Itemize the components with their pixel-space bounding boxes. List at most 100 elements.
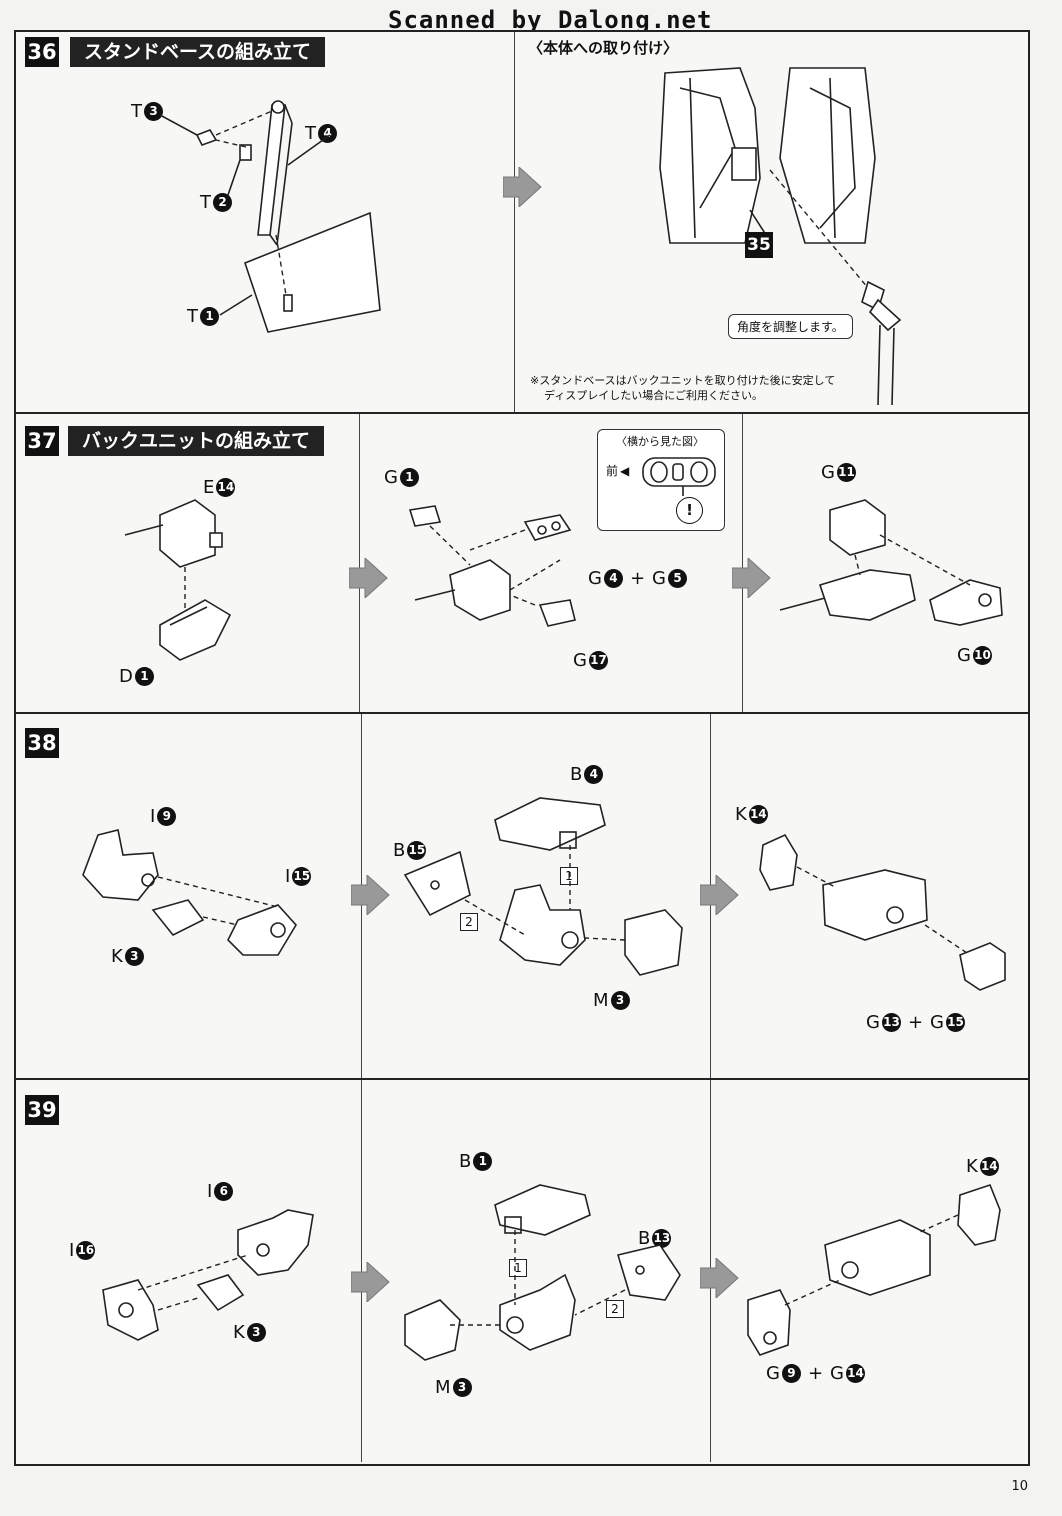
- part-letter: M: [435, 1377, 451, 1398]
- warning-icon: !: [676, 497, 703, 524]
- part-letter: K: [735, 804, 747, 825]
- part-letter: M: [593, 990, 609, 1011]
- part-letter: T: [187, 306, 198, 327]
- plus-sign: +: [807, 1363, 824, 1384]
- part-label-t2: T 2: [200, 192, 232, 213]
- part-number-badge: 9: [157, 807, 177, 826]
- step-37-divider-2: [742, 414, 743, 712]
- stand-arm-illustration: [749, 169, 902, 406]
- next-arrow-icon: [351, 1262, 390, 1302]
- part-number-badge: 4: [603, 569, 623, 588]
- part-letter: I: [69, 1240, 75, 1261]
- next-arrow-icon: [349, 558, 388, 598]
- part-label-g17: G 17: [573, 650, 608, 671]
- stand-note-line2: ディスプレイしたい場合にご利用ください。: [544, 389, 764, 402]
- angle-adjust-callout: 角度を調整します。: [728, 314, 853, 339]
- back-unit-part-e14-illustration: [124, 499, 232, 661]
- step-38-assembly-a-illustration: [82, 829, 297, 956]
- part-label-t4: T 4: [305, 123, 337, 144]
- part-label-k3: K 3: [111, 946, 144, 967]
- part-label-k14: K 14: [735, 804, 768, 825]
- part-label-i9: I 9: [150, 806, 177, 827]
- part-letter: G: [821, 462, 835, 483]
- step-title-36: スタンドベースの組み立て: [70, 37, 326, 67]
- part-label-i6: I 6: [207, 1181, 234, 1202]
- part-letter: T: [200, 192, 211, 213]
- part-letter: D: [119, 666, 133, 687]
- part-number-badge: 1: [200, 307, 219, 326]
- part-number-badge: 3: [246, 1323, 266, 1342]
- part-letter: B: [570, 764, 583, 785]
- part-letter: G: [384, 467, 398, 488]
- step-36-subhead: 〈本体への取り付け〉: [528, 39, 679, 57]
- step-number-37: 37: [25, 426, 59, 456]
- part-number-badge: 14: [216, 478, 236, 497]
- part-letter: G: [588, 568, 602, 589]
- step-39-assembly-c-illustration: [747, 1184, 1001, 1356]
- part-number-badge: 1: [473, 1152, 493, 1171]
- step-number-39: 39: [25, 1095, 59, 1125]
- step-title-37: バックユニットの組み立て: [68, 426, 325, 456]
- part-number-badge: 13: [652, 1229, 672, 1248]
- part-label-g10: G 10: [957, 645, 992, 666]
- step-number-38: 38: [25, 728, 59, 758]
- front-label: 前 ◀: [606, 462, 629, 479]
- step-37-divider-1: [359, 414, 360, 712]
- part-letter: I: [207, 1181, 213, 1202]
- left-arrow-icon: ◀: [620, 463, 630, 478]
- part-label-i15: I 15: [285, 866, 312, 887]
- part-number-badge: 16: [76, 1241, 96, 1260]
- part-label-g1: G 1: [384, 467, 419, 488]
- step-number-36: 36: [25, 37, 59, 67]
- part-label-e14: E 14: [203, 477, 236, 498]
- part-number-badge: 3: [144, 102, 163, 121]
- part-letter: G: [652, 568, 666, 589]
- next-arrow-icon: [503, 167, 542, 207]
- step-39-assembly-b-illustration: [404, 1184, 681, 1361]
- part-number-badge: 2: [213, 193, 232, 212]
- gundam-back-illustration: [659, 67, 876, 244]
- part-number-badge: 10: [972, 646, 992, 665]
- part-letter: I: [285, 866, 291, 887]
- back-unit-assembly-b-illustration: [408, 505, 576, 627]
- ref-step-35: 35: [745, 232, 773, 258]
- part-letter: K: [233, 1322, 245, 1343]
- scanner-credit: Scanned by Dalong.net: [388, 6, 713, 34]
- step-36-divider: [514, 32, 515, 412]
- part-letter: G: [830, 1363, 844, 1384]
- part-number-badge: 14: [748, 805, 768, 824]
- order-step-2: 2: [460, 913, 478, 931]
- part-letter: B: [638, 1228, 651, 1249]
- part-label-g9-g14: G 9 + G 14: [766, 1363, 865, 1384]
- part-label-d1: D 1: [119, 666, 154, 687]
- part-letter: T: [131, 101, 142, 122]
- part-letter: E: [203, 477, 215, 498]
- part-label-i16: I 16: [69, 1240, 96, 1261]
- side-view-title: 〈横から見た図〉: [616, 435, 704, 448]
- page-number: 10: [1011, 1479, 1028, 1494]
- part-number-badge: 5: [668, 569, 687, 588]
- part-letter: B: [459, 1151, 472, 1172]
- stand-base-illustration: [159, 100, 381, 333]
- part-number-badge: 15: [946, 1013, 965, 1032]
- step-39-divider-1: [361, 1080, 362, 1462]
- part-number-badge: 11: [836, 463, 856, 482]
- part-letter: G: [957, 645, 971, 666]
- part-letter: T: [305, 123, 316, 144]
- step-39-assembly-a-illustration: [102, 1209, 314, 1341]
- next-arrow-icon: [700, 1258, 739, 1298]
- plus-sign: +: [629, 568, 646, 589]
- order-step-1: 1: [509, 1259, 527, 1277]
- part-number-badge: 1: [134, 667, 154, 686]
- next-arrow-icon: [700, 875, 739, 915]
- part-label-t3: T 3: [131, 101, 163, 122]
- part-letter: K: [111, 946, 123, 967]
- part-number-badge: 3: [124, 947, 144, 966]
- next-arrow-icon: [351, 875, 390, 915]
- order-step-1: 1: [560, 867, 578, 885]
- order-step-2: 2: [606, 1300, 624, 1318]
- part-number-badge: 14: [846, 1364, 865, 1383]
- part-letter: I: [150, 806, 156, 827]
- part-letter: G: [766, 1363, 780, 1384]
- part-number-badge: 1: [399, 468, 419, 487]
